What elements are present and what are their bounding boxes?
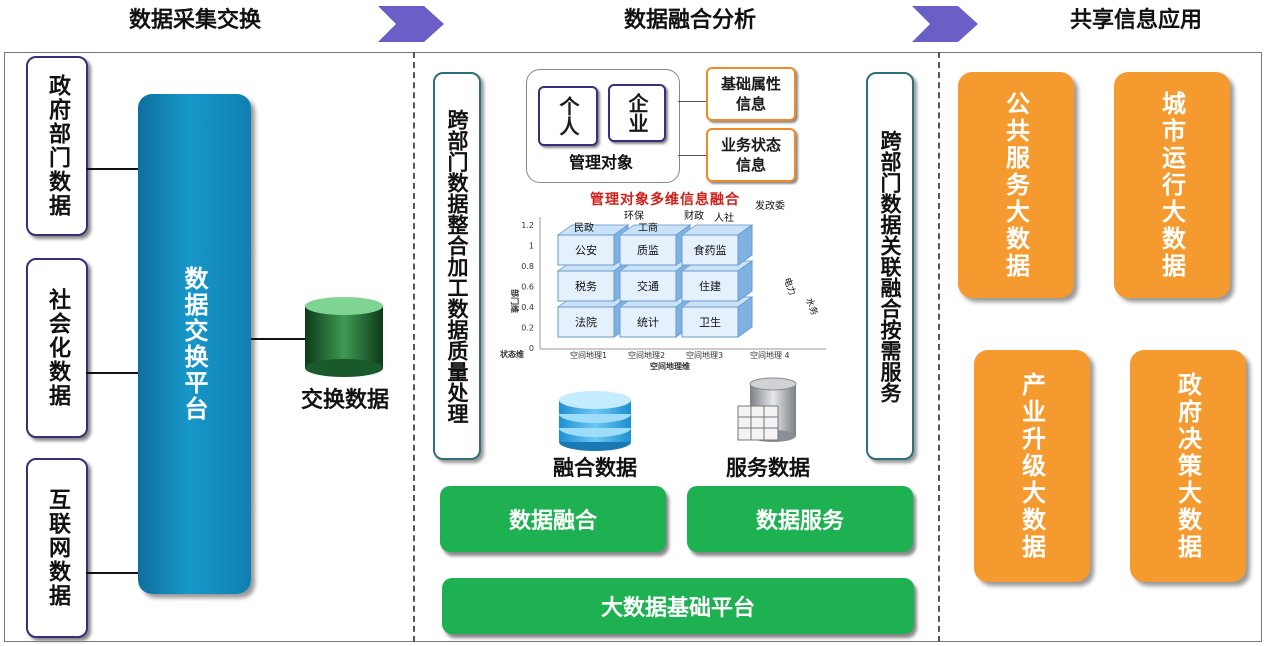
y-tick-label: 0.4 — [521, 303, 534, 312]
cube-cell-label: 交通 — [637, 279, 659, 293]
y-tick-label: 0.6 — [521, 283, 534, 292]
fusion-data-label: 融合数据 — [553, 456, 637, 480]
cube-cell-front — [681, 270, 739, 302]
y-tick-label: 0.8 — [521, 262, 534, 271]
cube-top-label: 工商 — [638, 221, 658, 234]
cube-cell-label: 法院 — [575, 315, 597, 329]
source-internet: 互联网数据 — [26, 458, 88, 638]
connector — [678, 101, 706, 102]
cube-top-label: 财政 — [684, 209, 704, 222]
info-status-box: 业务状态信息 — [706, 128, 796, 182]
connector — [678, 155, 706, 156]
cube-side-label: 电力 — [781, 276, 798, 297]
y-tick-label: 1 — [529, 242, 534, 251]
diagram-frame — [4, 52, 1262, 642]
y-tick-label: 1.2 — [521, 221, 534, 230]
data-service-button[interactable]: 数据服务 — [687, 486, 913, 552]
divider-left — [413, 52, 415, 642]
x-tick-label: 空间地理2 — [628, 350, 665, 360]
y-tick-label: 0.2 — [521, 324, 534, 333]
header-collect: 数据采集交换 — [128, 8, 261, 33]
cube-cell-label: 统计 — [637, 316, 659, 329]
x-axis-title: 空间地理维 — [650, 361, 690, 371]
y-axis-title: 状态维 — [500, 349, 524, 359]
cube-top-label: 发改委 — [755, 199, 785, 212]
cube-cell-label: 食药监 — [694, 243, 727, 257]
source-social: 社会化数据 — [26, 258, 88, 438]
cube-cell-front — [681, 306, 739, 338]
x-tick-label: 空间地理1 — [570, 350, 607, 360]
y-tick-label: 0 — [529, 344, 534, 353]
cube-top-label: 民政 — [574, 221, 594, 234]
cube-cell-label: 质监 — [637, 244, 659, 257]
cube-side-label: 水务 — [803, 296, 820, 317]
app-city-operation[interactable]: 城市运行大数据 — [1114, 72, 1230, 298]
info-basic-box: 基础属性信息 — [706, 67, 796, 121]
cube-top-label: 人社 — [714, 211, 734, 224]
server-database-icon — [737, 377, 797, 442]
chevron-right-icon — [378, 6, 444, 42]
person-box: 个人 — [538, 86, 598, 146]
source-government: 政府部门数据 — [26, 56, 88, 236]
header-fusion: 数据融合分析 — [623, 8, 756, 33]
app-public-service[interactable]: 公共服务大数据 — [958, 72, 1074, 298]
cube-cell-front — [557, 306, 615, 338]
stacked-database-icon — [559, 391, 631, 451]
right-process-box: 跨部门数据关联融合按需服务 — [866, 72, 914, 460]
x-tick-label: 空间地理 4 — [750, 350, 790, 360]
management-label: 管理对象 — [568, 153, 633, 172]
exchange-platform: 数据交换平台 — [138, 94, 251, 594]
cube-cell-front — [681, 234, 739, 266]
left-process-box: 跨部门数据整合加工数据质量处理 — [433, 72, 481, 460]
connector — [86, 572, 138, 574]
cube-chart-title: 管理对象多维信息融合 — [590, 192, 740, 208]
service-data-label: 服务数据 — [726, 456, 810, 480]
header-share: 共享信息应用 — [1069, 8, 1202, 33]
database-cylinder-icon — [305, 297, 383, 377]
cube-cell-label: 卫生 — [699, 315, 721, 329]
cube-cell-label: 公安 — [575, 243, 597, 257]
cube-top-label: 环保 — [624, 209, 644, 222]
connector — [251, 338, 307, 340]
cube-cell-front — [619, 234, 677, 266]
exchange-data-label: 交换数据 — [300, 388, 389, 413]
z-axis-title: 部门维 — [510, 289, 520, 313]
app-industry-upgrade[interactable]: 产业升级大数据 — [974, 350, 1090, 582]
cube-cell-front — [557, 234, 615, 266]
connector — [86, 168, 138, 170]
app-government-decision[interactable]: 政府决策大数据 — [1130, 350, 1246, 582]
connector — [86, 372, 138, 374]
big-data-base-platform-button[interactable]: 大数据基础平台 — [442, 578, 914, 634]
cube-cell-label: 税务 — [575, 279, 597, 293]
cube-cell-label: 住建 — [699, 279, 721, 293]
cube-chart: 管理对象多维信息融合 1.2 1 0.8 0.6 0.4 0.2 0 状态维 部门维空间地理1 空… — [488, 185, 842, 371]
data-fusion-button[interactable]: 数据融合 — [440, 486, 666, 552]
divider-right — [938, 52, 940, 642]
cube-cell-front — [619, 306, 677, 338]
chevron-right-icon — [912, 6, 978, 42]
cube-cell-front — [557, 270, 615, 302]
enterprise-box: 企业 — [608, 84, 666, 142]
x-tick-label: 空间地理3 — [686, 350, 723, 360]
cube-cell-front — [619, 270, 677, 302]
